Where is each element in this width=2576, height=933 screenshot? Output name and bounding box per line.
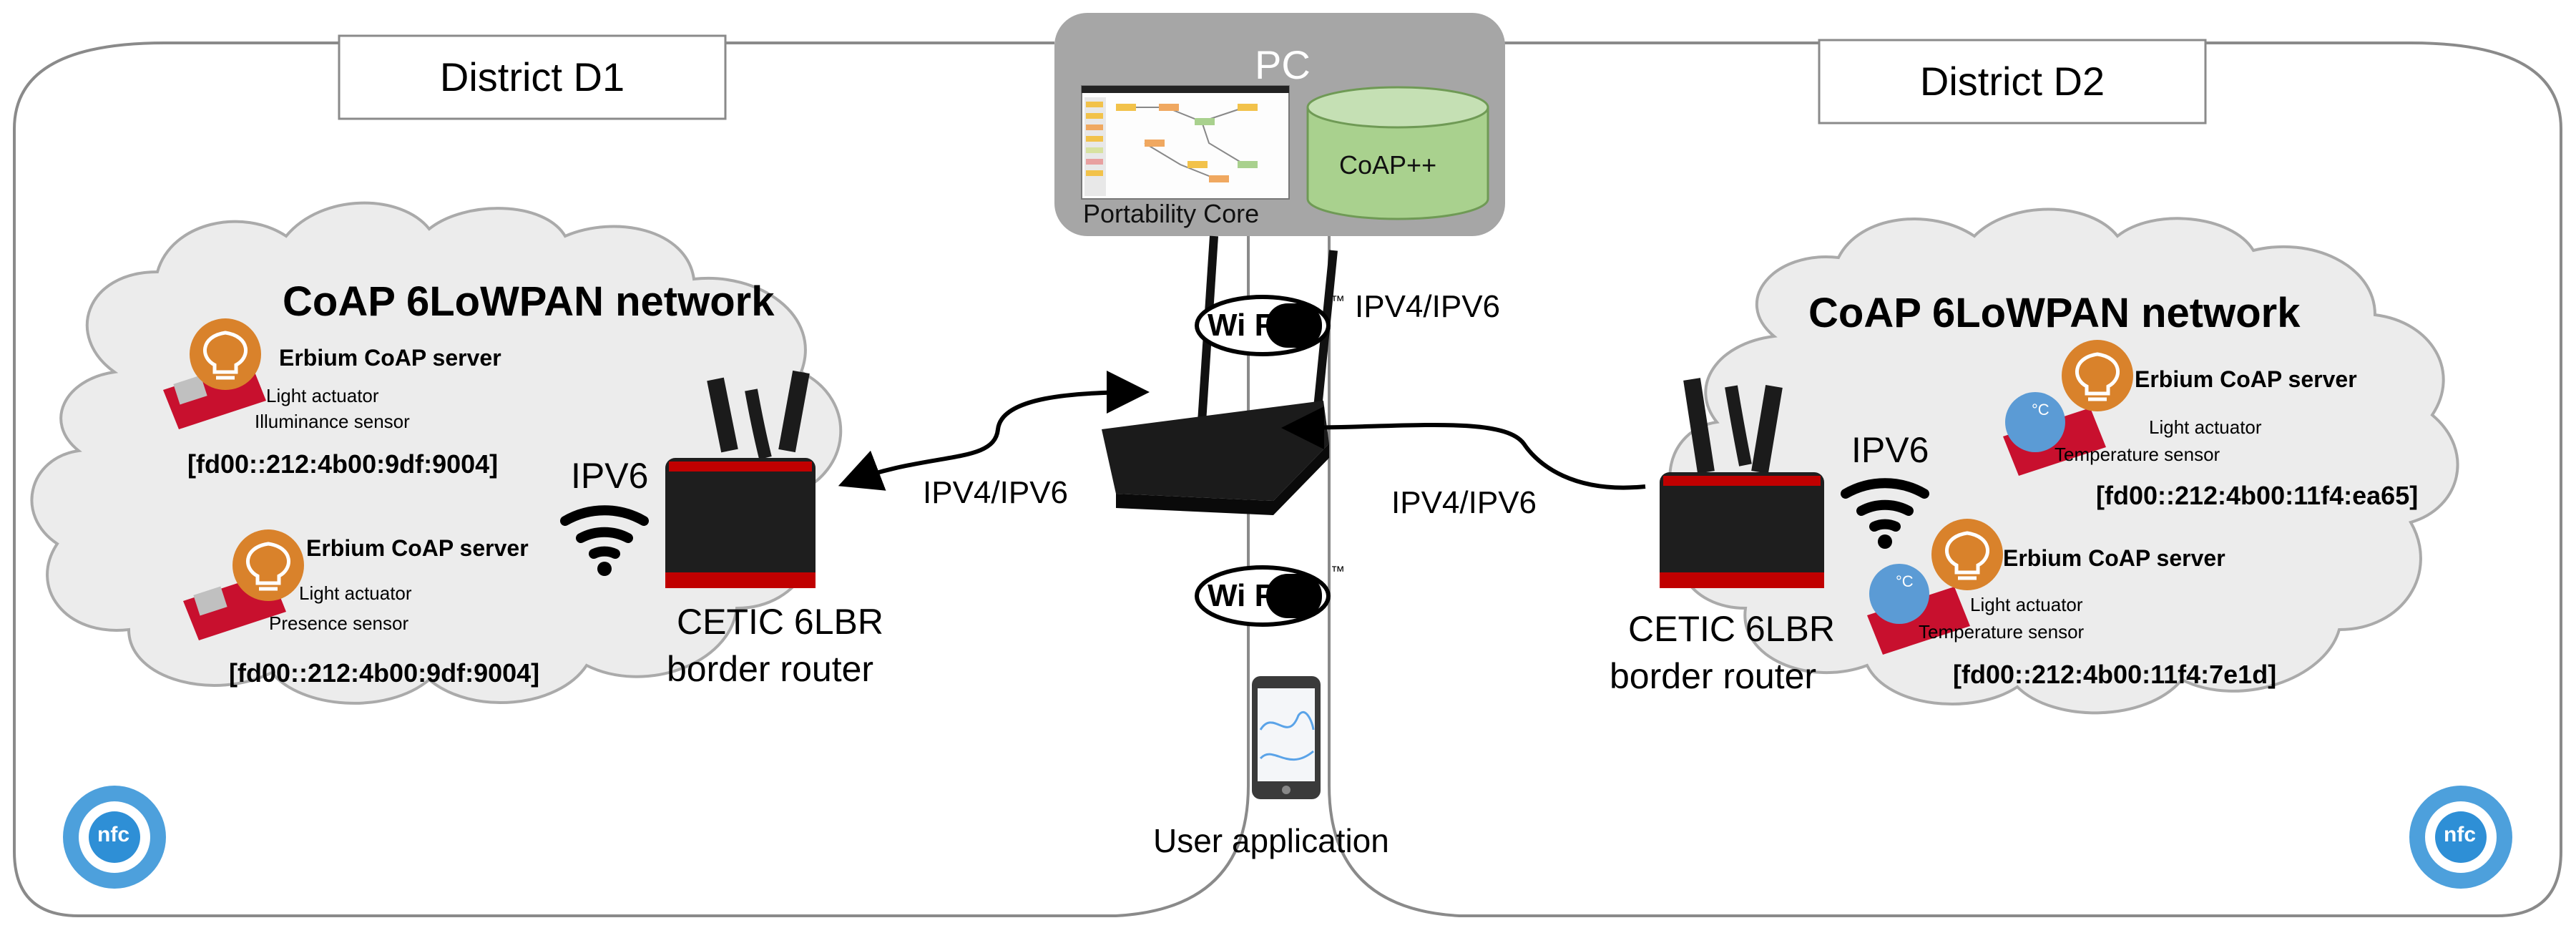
right-router-line2: border router — [1610, 656, 1817, 696]
left-link-protocol-label: IPV4/IPV6 — [923, 475, 1069, 510]
right-node2-board-icon — [1867, 587, 1970, 655]
right-node2-bulb-icon — [1931, 519, 2003, 590]
district-d1-box — [338, 34, 727, 120]
right-node2-line2: Temperature sensor — [1919, 621, 2085, 643]
wifi-logo-top-tm: ™ — [1331, 293, 1345, 309]
left-router-line1: CETIC 6LBR — [677, 602, 883, 642]
nfc-left-text: nfc — [97, 823, 129, 846]
right-node2-address: [fd00::212:4b00:11f4:7e1d] — [1953, 660, 2277, 689]
right-node2-thermometer-icon — [1869, 564, 1929, 624]
left-node2-address: [fd00::212:4b00:9df:9004] — [229, 658, 540, 688]
nfc-logo-right — [2409, 786, 2512, 889]
wifi-logo-bottom — [1195, 565, 1331, 627]
nfc-logo-left — [63, 786, 166, 889]
right-network-title: CoAP 6LoWPAN network — [1808, 290, 2301, 336]
right-node2-temp-unit: °C — [1896, 572, 1914, 590]
right-router-line1: CETIC 6LBR — [1628, 609, 1835, 649]
smartphone-icon — [1252, 676, 1321, 799]
left-link-arrow — [838, 371, 1150, 491]
left-node2-line2: Presence sensor — [269, 612, 409, 634]
right-node1-line1: Light actuator — [2149, 416, 2262, 438]
nfc-right-text: nfc — [2444, 823, 2476, 846]
right-ipv6-label: IPV6 — [1851, 430, 1929, 470]
wifi-logo-top-text: Wi Fi — [1208, 308, 1283, 343]
left-node2-line1: Light actuator — [299, 582, 412, 604]
right-node1-server: Erbium CoAP server — [2135, 366, 2357, 392]
left-ipv6-label: IPV6 — [571, 456, 649, 496]
pc-title: PC — [1255, 42, 1311, 87]
district-d2-box — [1818, 39, 2207, 124]
right-border-router-icon — [1660, 378, 1824, 588]
left-node1-bulb-icon — [190, 318, 261, 390]
coap-database-icon — [1306, 86, 1489, 220]
left-wireless-icon — [560, 505, 649, 559]
right-node1-temp-unit: °C — [2032, 401, 2049, 419]
left-router-line2: border router — [667, 649, 874, 689]
left-border-router-icon — [665, 370, 816, 588]
portability-core-screenshot — [1081, 85, 1290, 200]
user-application-label: User application — [1153, 822, 1389, 859]
wifi-logo-top — [1195, 295, 1331, 356]
right-node1-thermometer-icon — [2005, 392, 2065, 452]
right-wireless-icon — [1841, 478, 1929, 532]
right-cloud — [1668, 207, 2459, 715]
wifi-router-icon — [1102, 235, 1338, 515]
wifi-logo-bottom-tm: ™ — [1331, 564, 1345, 580]
left-wireless-dot — [597, 562, 612, 576]
right-node1-address: [fd00::212:4b00:11f4:ea65] — [2096, 481, 2419, 510]
left-node1-server: Erbium CoAP server — [279, 345, 501, 371]
wifi-logo-bottom-text: Wi Fi — [1208, 578, 1283, 613]
district-d1-label: District D1 — [439, 54, 625, 99]
right-node2-line1: Light actuator — [1970, 594, 2083, 615]
right-node1-line2: Temperature sensor — [2055, 444, 2220, 465]
right-node1-bulb-icon — [2062, 340, 2133, 411]
left-node2-server: Erbium CoAP server — [306, 535, 529, 561]
portability-core-label: Portability Core — [1083, 199, 1260, 228]
right-link-arrow — [1281, 406, 1646, 490]
district-d2-outline — [1328, 41, 2562, 917]
right-node2-server: Erbium CoAP server — [2003, 545, 2225, 571]
left-network-title: CoAP 6LoWPAN network — [283, 278, 775, 325]
right-link-protocol-label: IPV4/IPV6 — [1391, 485, 1537, 520]
left-node1-address: [fd00::212:4b00:9df:9004] — [187, 449, 499, 479]
coap-db-label: CoAP++ — [1339, 150, 1437, 180]
wifi-top-protocol-label: IPV4/IPV6 — [1355, 289, 1501, 324]
left-node2-bulb-icon — [232, 529, 304, 601]
right-wireless-dot — [1878, 534, 1892, 549]
left-node1-line1: Light actuator — [266, 385, 379, 406]
left-node1-line2: Illuminance sensor — [255, 411, 410, 432]
district-d2-label: District D2 — [1919, 59, 2105, 104]
